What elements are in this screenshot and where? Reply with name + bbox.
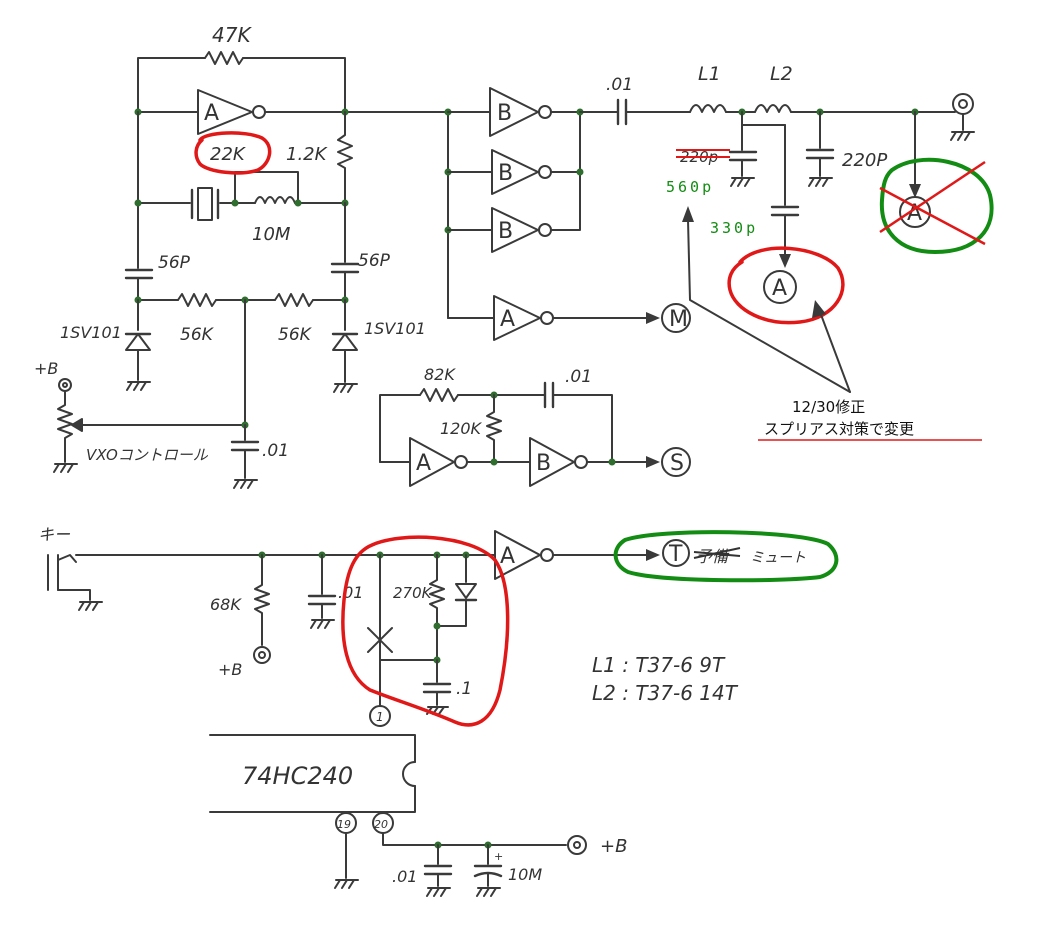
svg-text:+: + <box>494 850 503 863</box>
l-10m-label: 10M <box>252 224 291 245</box>
output-s-terminal <box>661 447 691 477</box>
diode-left-label: 1SV101 <box>60 323 122 342</box>
gate-b2 <box>491 149 539 195</box>
antenna-jack <box>952 93 974 115</box>
c-01-s-label: .01 <box>565 367 592 387</box>
green-circle-a-old <box>879 157 994 254</box>
output-m-terminal <box>661 303 691 333</box>
annotation-arrow-2 <box>819 311 851 393</box>
output-m-label: M <box>669 307 688 332</box>
plus-b-2-label: +B <box>218 660 242 679</box>
pin-20-label: 20 <box>374 818 388 831</box>
ground-symbol <box>334 879 359 889</box>
ground-symbol <box>808 177 833 187</box>
gate-a-t-label: A <box>500 544 515 569</box>
r-47k-label: 47K <box>212 23 252 47</box>
gate-a-oscillator-label: A <box>204 101 219 126</box>
gate-a-oscillator <box>197 89 253 135</box>
ground-symbol <box>78 601 103 611</box>
r-56k-left-label: 56K <box>180 325 215 345</box>
t-mute-label: ミュート <box>750 550 806 566</box>
c-56p-left-label: 56P <box>158 253 191 273</box>
c-330p-label: 330p <box>710 219 758 237</box>
ground-symbol <box>126 381 151 391</box>
c-point1-label: .1 <box>456 679 472 699</box>
green-circle-t <box>613 530 839 583</box>
r-82k-label: 82K <box>424 365 456 384</box>
annotation-line1: 12/30修正 <box>792 398 865 416</box>
output-t-label: T <box>668 542 683 567</box>
ground-symbol <box>53 463 78 473</box>
output-a-new-terminal <box>763 270 797 304</box>
ground-symbol <box>310 619 335 629</box>
output-a-new-label: A <box>772 276 787 301</box>
red-circle-22k <box>194 131 272 175</box>
ic-pin-1 <box>369 705 391 727</box>
gate-b-s-label: B <box>536 451 551 476</box>
gate-b3 <box>491 207 539 253</box>
annotation-line2: スプリアス対策で変更 <box>764 420 914 438</box>
pin-19-label: 19 <box>337 818 351 831</box>
gate-b2-label: B <box>498 161 513 186</box>
gate-a-m <box>493 295 541 341</box>
ic-label: 74HC240 <box>242 762 353 790</box>
r-120k-label: 120K <box>440 419 483 438</box>
gate-b-s <box>529 437 575 487</box>
ground-symbol <box>333 383 358 393</box>
c-01-bottom-label: .01 <box>392 867 417 886</box>
red-circle-keying <box>341 535 510 727</box>
plus-b-3-label: +B <box>600 836 627 857</box>
gate-a-t <box>494 530 541 580</box>
gate-b1 <box>489 87 539 137</box>
diode-right-label: 1SV101 <box>364 319 426 338</box>
r-56k-right-label: 56K <box>278 325 313 345</box>
ground-symbol <box>950 131 975 141</box>
ground-symbol <box>233 479 258 489</box>
c-220p-label: 220P <box>842 150 887 171</box>
output-a-old-terminal <box>899 196 931 228</box>
gate-a-s <box>409 437 455 487</box>
l1-label: L1 <box>698 63 721 85</box>
c-560p-label: 560p <box>666 178 714 196</box>
r-270k-label: 270K <box>393 584 433 602</box>
r-1k2-label: 1.2K <box>286 144 328 165</box>
vxo-control-label: VXOコントロール <box>86 446 209 464</box>
gate-b1-label: B <box>497 101 512 126</box>
keying-section: キー 68K +B .01 <box>38 525 806 897</box>
gate-a-s-label: A <box>416 451 431 476</box>
buffer-section: B B B A M .01 L1 L2 <box>444 63 975 341</box>
plus-b-terminal <box>567 835 587 855</box>
l1-spec-label: L1 : T37-6 9T <box>592 653 726 677</box>
annotation-arrow-1 <box>687 219 851 393</box>
ground-symbol <box>730 177 755 187</box>
c-56p-right-label: 56P <box>358 251 391 271</box>
gate-a-m-label: A <box>500 307 515 332</box>
key-label: キー <box>38 525 71 544</box>
c-01-vxo-label: .01 <box>262 441 289 461</box>
c-10m-bottom-label: 10M <box>508 865 542 884</box>
r-22k-label: 22K <box>210 144 246 165</box>
r-68k-label: 68K <box>210 595 242 614</box>
red-circle-a-new <box>727 246 845 325</box>
ground-symbol <box>426 887 451 897</box>
l2-label: L2 <box>770 63 793 85</box>
l2-spec-label: L2 : T37-6 14T <box>592 681 739 705</box>
oscillator-section: 47K A 1.2K 22K 10M <box>34 23 449 489</box>
sidetone-section: 82K .01 120K A B S <box>379 365 691 487</box>
c-01-out-label: .01 <box>606 75 633 95</box>
gate-b3-label: B <box>498 219 513 244</box>
c-01-key-label: .01 <box>338 583 363 602</box>
corrections: 12/30修正 スプリアス対策で変更 <box>194 131 994 727</box>
output-s-label: S <box>670 451 684 476</box>
pin-1-label: 1 <box>376 710 384 724</box>
plus-b-1-label: +B <box>34 359 58 378</box>
output-t-terminal <box>662 539 690 567</box>
ground-symbol <box>476 887 501 897</box>
